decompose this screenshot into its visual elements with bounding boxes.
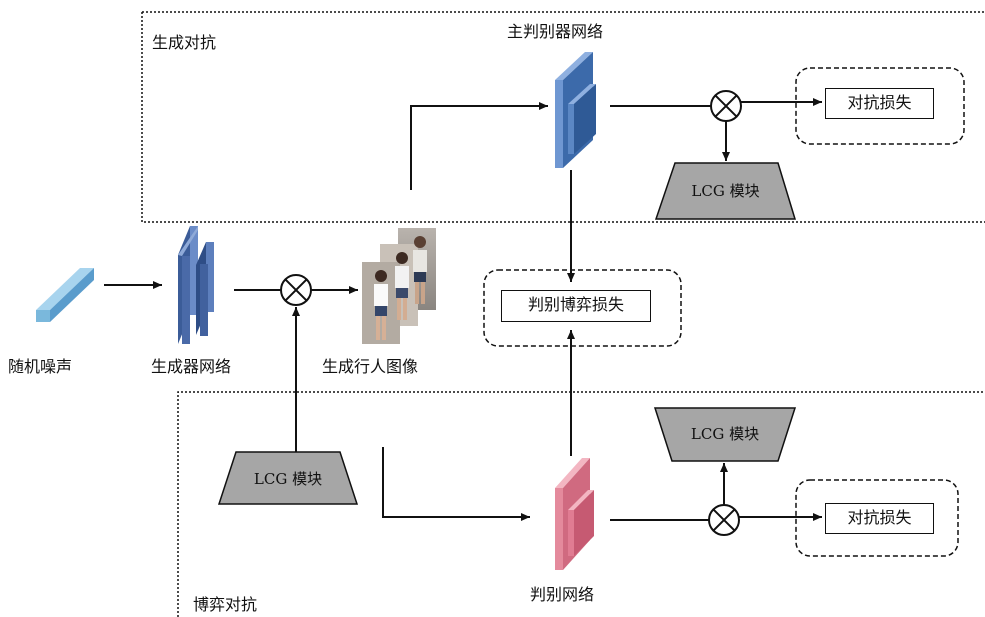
arrow-to-discriminator — [382, 447, 530, 521]
lcg-module-bottom-label: LCG 模块 — [690, 425, 760, 443]
adv-loss-bottom-box: 对抗损失 — [825, 503, 934, 534]
lcg-module-left-label: LCG 模块 — [253, 470, 323, 488]
multiply-node-generator — [280, 274, 312, 306]
discriminator-label: 判别网络 — [530, 585, 595, 604]
adv-loss-top-box: 对抗损失 — [825, 88, 934, 119]
generator-network-icon — [178, 226, 214, 344]
game-region-border — [177, 391, 985, 617]
game-region-label: 博弈对抗 — [193, 595, 258, 614]
main-discriminator-label: 主判别器网络 — [507, 22, 604, 41]
game-loss-container — [483, 269, 682, 347]
noise-block-icon — [36, 268, 94, 322]
lcg-module-top-shape — [654, 162, 797, 220]
noise-label: 随机噪声 — [8, 357, 73, 376]
lcg-module-top-label: LCG 模块 — [691, 182, 760, 200]
game-loss-box: 判别博弈损失 — [501, 290, 651, 322]
generated-person-images — [362, 228, 436, 344]
generator-label: 生成器网络 — [151, 357, 232, 376]
adv-loss-top-container — [795, 67, 965, 145]
lcg-module-bottom-shape — [653, 407, 797, 462]
multiply-node-bottom — [708, 504, 740, 536]
adv-loss-bottom-container — [795, 479, 959, 557]
lcg-module-left-shape — [217, 451, 359, 505]
gan-region-border — [141, 11, 985, 223]
discriminator-icon — [555, 458, 594, 570]
gan-region-label: 生成对抗 — [152, 33, 217, 52]
generated-images-label: 生成行人图像 — [322, 357, 419, 376]
main-discriminator-icon — [555, 52, 596, 168]
multiply-node-top — [710, 90, 742, 122]
arrow-to-main-discriminator — [410, 102, 548, 190]
